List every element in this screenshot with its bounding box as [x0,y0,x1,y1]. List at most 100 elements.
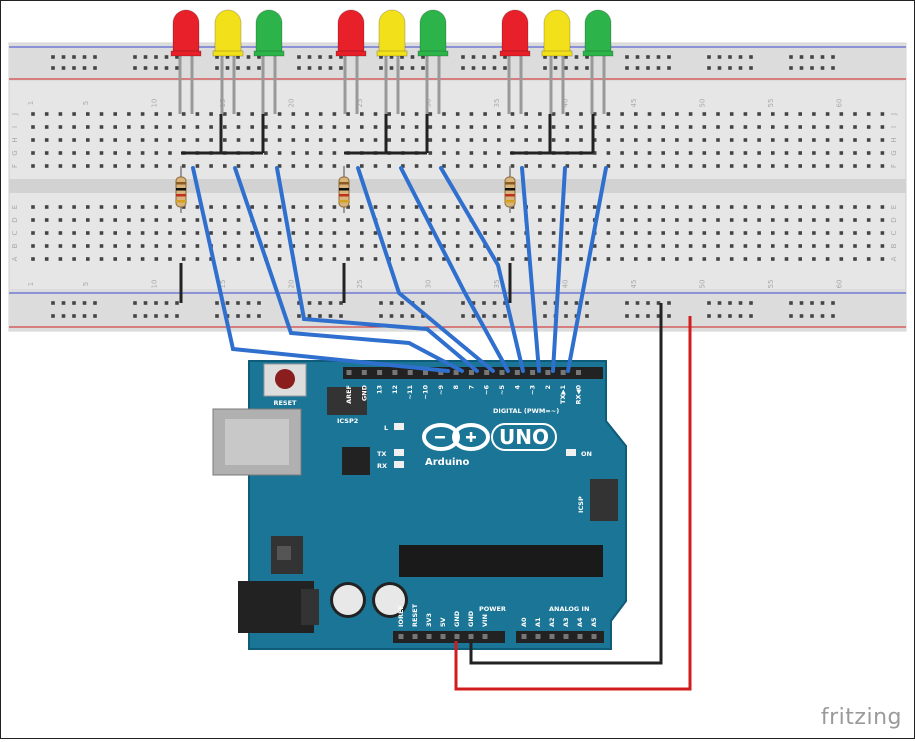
rail-hole [143,66,148,70]
hole [373,244,378,248]
column-number: 50 [698,99,706,108]
hole [634,205,638,209]
rail-hole [61,301,66,305]
hole [812,138,816,142]
hole [140,125,145,129]
hole [195,218,200,222]
hole [168,205,172,209]
hole [620,151,624,155]
hole [72,205,76,209]
led-rim [541,50,573,57]
hole [373,125,378,129]
hole [277,218,282,222]
rail-hole [400,55,404,59]
hole [236,138,241,142]
arduino-logo: UNO Arduino [422,423,557,468]
hole [223,112,227,116]
hole [880,112,885,116]
hole [606,164,611,168]
analog-pin [563,634,569,639]
hole [853,231,857,235]
hole [743,151,748,155]
hole [798,205,802,209]
digital-pin-label: 13 [376,385,384,394]
hole [771,205,775,209]
hole [140,138,145,142]
led-red [501,9,529,54]
hole [346,164,350,168]
hole [86,205,90,209]
analog-pin [549,634,555,639]
hole [414,138,419,142]
hole [236,164,241,168]
column-number: 30 [424,280,432,289]
hole [716,218,720,222]
hole [442,244,446,248]
on-led [566,449,576,456]
hole [812,125,816,129]
hole [825,244,830,248]
resistor-band [176,200,186,203]
hole [839,164,844,168]
hole [387,205,391,209]
l-label: L [384,424,388,432]
hole [565,125,570,129]
column-number: 10 [150,99,158,108]
hole [757,151,761,155]
digital-pin [423,370,428,375]
hole [661,231,665,235]
rail-hole [93,55,97,59]
resistor-band [505,200,515,203]
hole [565,218,570,222]
digital-pin [499,370,505,375]
hole [44,231,49,235]
hole [387,112,391,116]
hole [702,231,707,235]
rail-hole [246,66,251,70]
hole [702,138,707,142]
rail-hole [482,314,486,318]
rail-hole [820,66,825,70]
hole [661,205,665,209]
row-letter: E [890,205,898,209]
hole [853,112,857,116]
resistor-band [176,188,186,191]
hole [250,164,254,168]
analog-pin-label: A2 [548,617,556,627]
hole [634,138,638,142]
hole [524,164,528,168]
leds [170,9,614,114]
hole [729,164,734,168]
hole [127,231,131,235]
rail-hole [133,301,137,305]
hole [729,244,734,248]
hole [442,218,446,222]
hole [880,164,885,168]
hole [113,164,117,168]
rail-hole [789,55,793,59]
digital-pin [530,370,536,375]
hole [291,231,296,235]
hole [579,205,583,209]
hole [661,112,665,116]
hole [223,244,227,248]
rail-hole [503,55,507,59]
hole [318,231,323,235]
rail-hole [236,66,240,70]
digital-pin [392,370,398,375]
rail-hole [410,55,415,59]
hole [565,231,570,235]
rail-hole [379,55,383,59]
hole [236,112,241,116]
column-number: 1 [27,101,35,105]
hole [825,138,830,142]
icsp-label: ICSP [577,496,585,513]
hole [455,164,460,168]
hole [332,218,337,222]
hole [688,257,693,261]
row-letter: J [890,113,898,116]
digital-pin-label: ~11 [406,385,414,400]
hole [291,164,296,168]
rail-hole [543,301,547,305]
column-number: 40 [561,99,569,108]
